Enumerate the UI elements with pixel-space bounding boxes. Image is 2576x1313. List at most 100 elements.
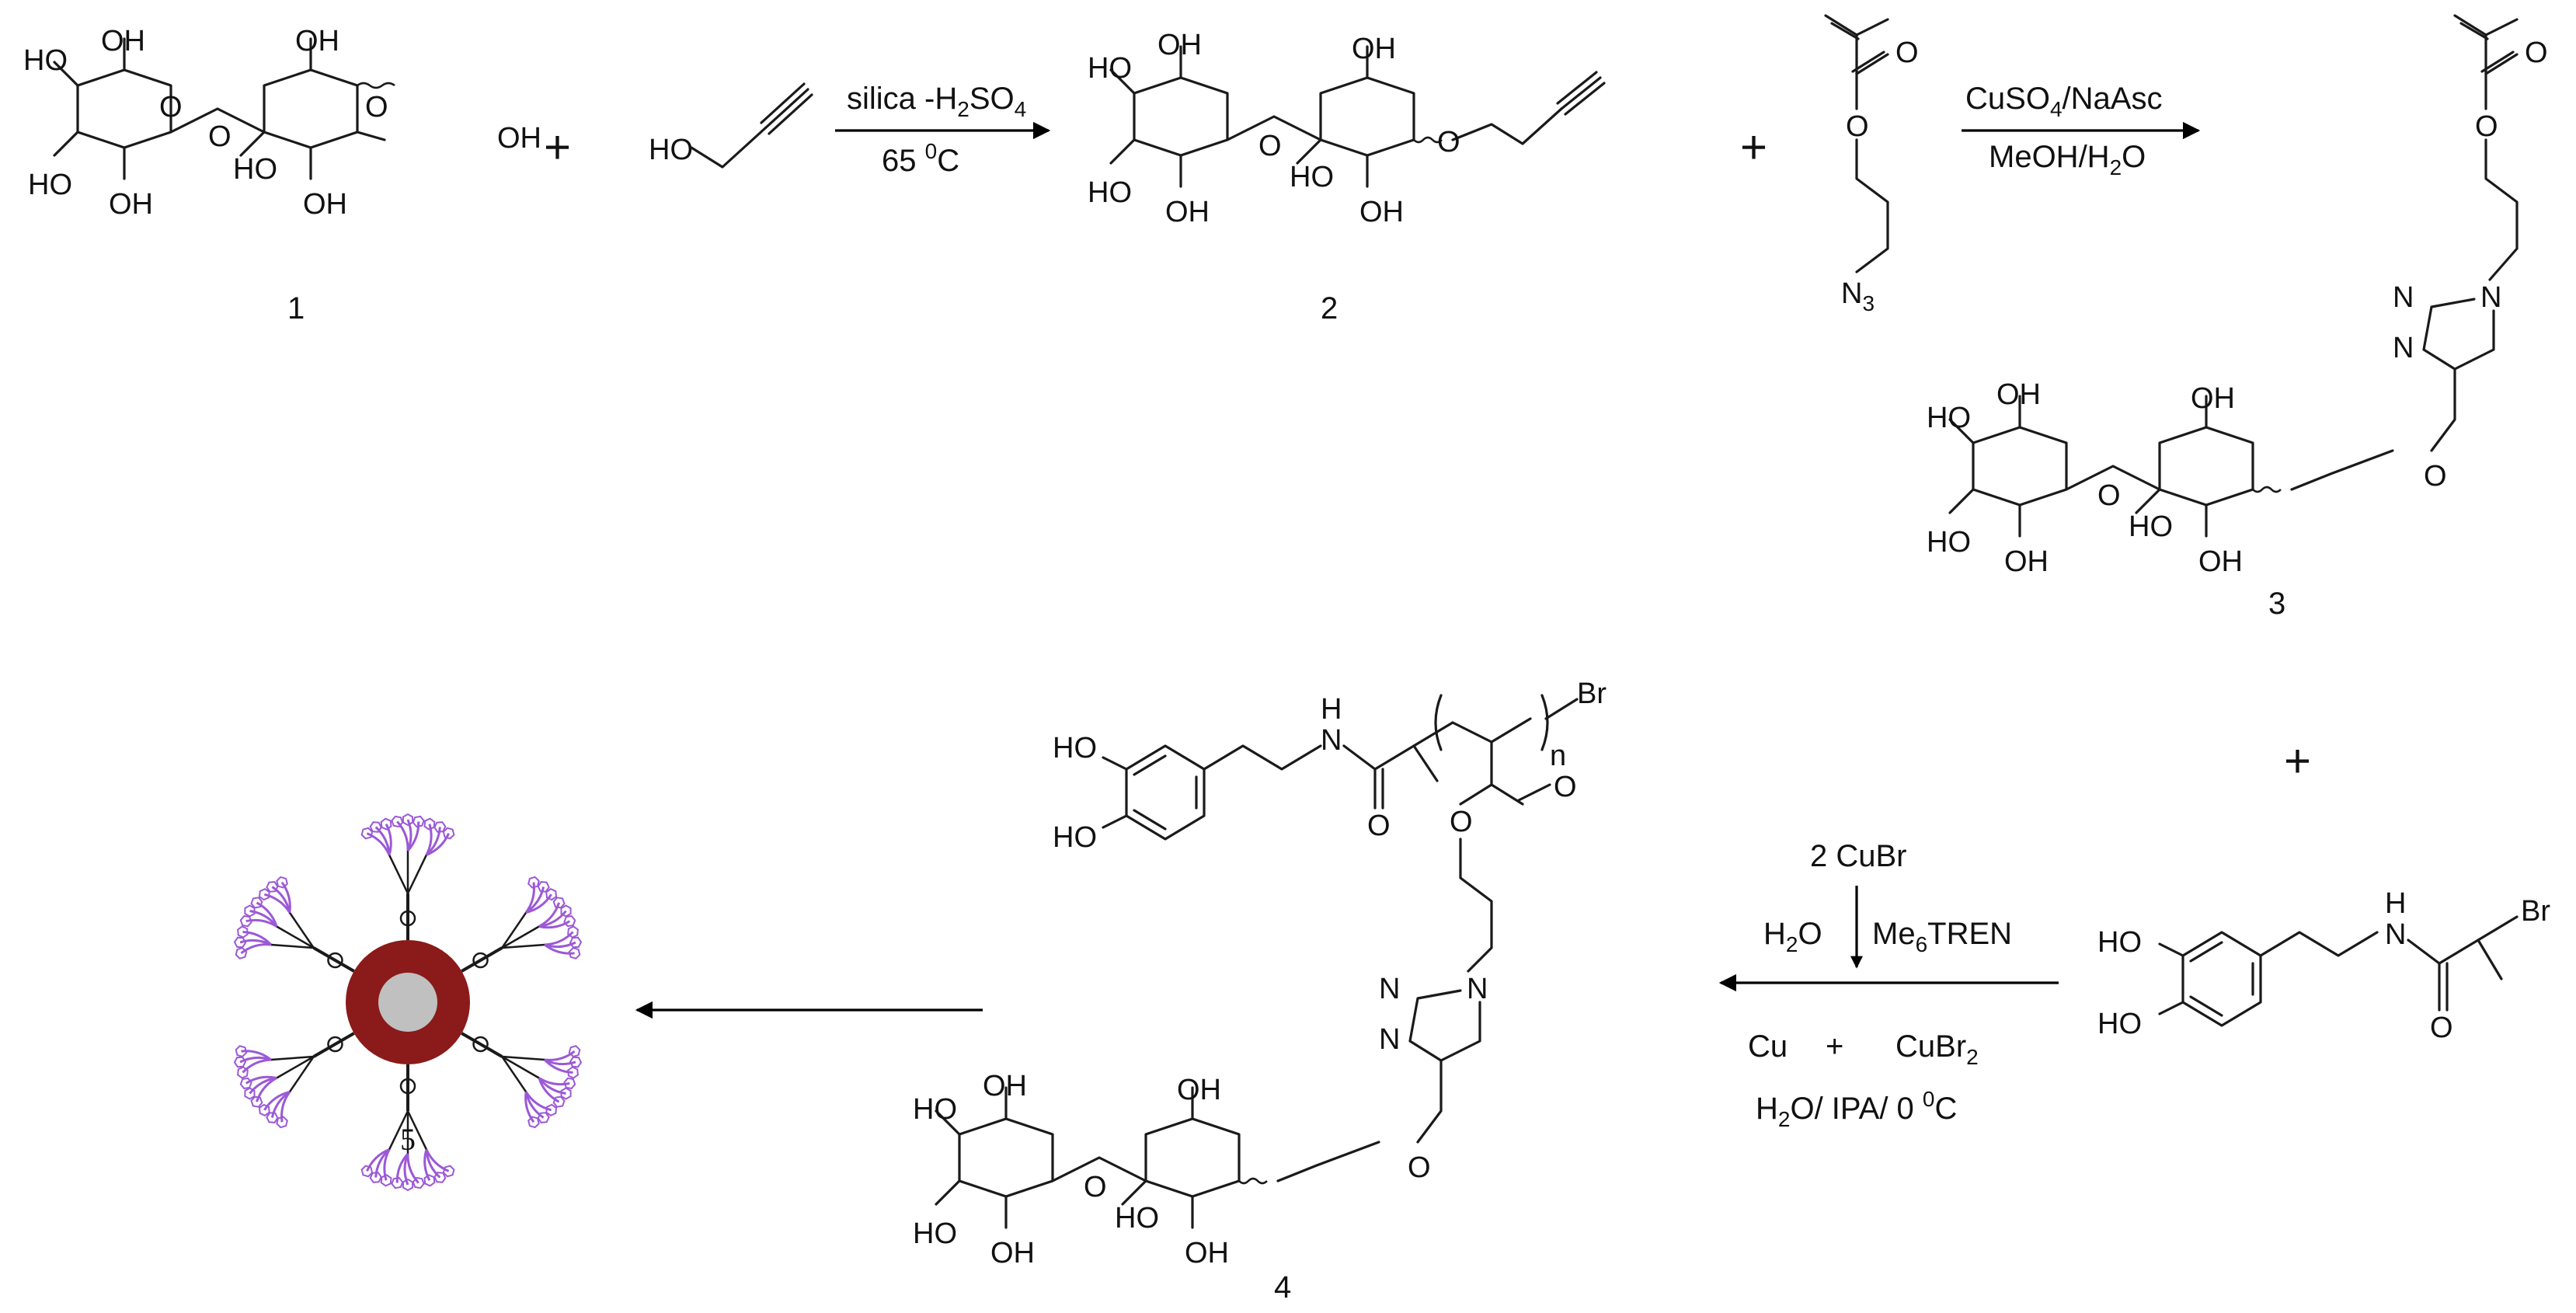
- step3-plus: +: [1826, 1029, 1843, 1064]
- group-label: HO: [1053, 821, 1097, 854]
- group-label: HO: [1927, 526, 1971, 559]
- group-label: HO: [649, 134, 693, 166]
- group-label: OH: [2191, 382, 2235, 415]
- group-label: OH: [2004, 545, 2049, 578]
- triazole-n-label: N: [2480, 281, 2501, 314]
- ether-oxygen-label: O: [2424, 460, 2447, 493]
- step3-arrow: 2 CuBr H2O Me6TREN Cu + CuBr2 H2O/ IPA/ …: [1718, 839, 2059, 1131]
- group-label: HO: [2097, 926, 2142, 959]
- sugar-ring: [433, 1172, 447, 1183]
- ester-oxygen-label: O: [1846, 110, 1869, 143]
- sugar-ring: [258, 888, 270, 901]
- sugar-ring: [527, 876, 540, 889]
- glyco-tuft: [544, 1058, 573, 1074]
- brush-branch: [501, 1056, 527, 1093]
- glyco-tuft: [256, 901, 278, 927]
- group-label: HO: [28, 169, 72, 201]
- group-label: HO: [1088, 176, 1132, 209]
- compound-4-number: 4: [1274, 1270, 1291, 1304]
- sugar-ring: [360, 827, 374, 840]
- sugar-ring: [239, 1077, 252, 1090]
- sugar-ring: [239, 914, 252, 928]
- sugar-ring: [560, 1087, 572, 1100]
- sugar-ring: [233, 1056, 247, 1068]
- step3-water: H2O: [1763, 917, 1822, 956]
- bromine-label: Br: [1577, 677, 1607, 710]
- glyco-tuft: [538, 1078, 560, 1103]
- carbonyl-oxygen-label: O: [1554, 771, 1577, 803]
- sugar-ring: [537, 881, 550, 893]
- sugar-ring: [235, 1045, 248, 1058]
- plus-sign: +: [2284, 735, 2311, 787]
- sugar-ring: [563, 1077, 576, 1090]
- sugar-ring: [568, 946, 581, 960]
- glyco-tuft: [538, 920, 571, 929]
- group-label: HO: [913, 1217, 957, 1250]
- glyco-tuft: [525, 893, 552, 914]
- glyco-tuft: [406, 821, 420, 852]
- sugar-ring: [545, 888, 558, 901]
- sugar-ring: [412, 1176, 425, 1189]
- step2-reagent: CuSO4/NaAsc: [1965, 82, 2162, 121]
- brush-branch: [388, 1110, 409, 1151]
- brush-branch: [288, 911, 315, 949]
- plus-sign: +: [544, 121, 571, 173]
- sugar-ring: [412, 815, 425, 828]
- sugar-ring: [423, 817, 436, 831]
- sugar-ring: [568, 1045, 581, 1058]
- sugar-ring: [552, 897, 566, 909]
- step3-catalyst: 2 CuBr: [1810, 839, 1907, 873]
- sugar-ring: [560, 904, 572, 918]
- group-label: HO: [2097, 1008, 2142, 1040]
- triazole-n-label: N: [2393, 332, 2414, 364]
- sugar-ring: [402, 1178, 414, 1192]
- triazole-n-label: N: [1379, 1023, 1400, 1056]
- sugar-ring: [433, 821, 447, 833]
- compound-3-number: 3: [2268, 587, 2285, 621]
- brush-branch: [501, 925, 540, 949]
- amide-h-label: H: [2385, 887, 2406, 920]
- sugar-ring: [250, 1095, 263, 1108]
- group-label: OH: [1157, 29, 1202, 61]
- group-label: OH: [497, 122, 541, 155]
- group-label: OH: [303, 188, 347, 221]
- brush-branch: [270, 1055, 314, 1061]
- sugar-ring: [237, 925, 249, 939]
- compound-2-number: 2: [1321, 291, 1338, 326]
- group-label: OH: [2198, 545, 2243, 578]
- group-label: OH: [1165, 196, 1210, 228]
- sugar-ring: [569, 1056, 583, 1068]
- propargyl-alcohol-structure: HO: [649, 82, 813, 169]
- group-label: HO: [2129, 510, 2173, 543]
- sugar-ring: [527, 1116, 540, 1129]
- glyco-tuft: [524, 1092, 535, 1123]
- sugar-ring: [237, 1066, 249, 1079]
- sugar-ring: [276, 1116, 288, 1129]
- brush-catechol: [472, 1036, 489, 1053]
- sugar-ring: [380, 817, 392, 831]
- brush-branch: [406, 854, 428, 894]
- group-label: HO: [233, 153, 277, 186]
- amide-n-label: N: [2385, 918, 2406, 951]
- group-label: OH: [983, 1070, 1027, 1102]
- sugar-ring: [380, 1174, 392, 1187]
- sugar-ring: [244, 1087, 256, 1100]
- group-label: HO: [1088, 52, 1132, 85]
- sugar-ring: [442, 827, 455, 840]
- glycosidic-oxygen-label: O: [208, 120, 231, 153]
- sugar-ring: [402, 813, 414, 827]
- ring-oxygen-label: O: [365, 91, 388, 124]
- sugar-ring: [391, 815, 404, 828]
- sugar-ring: [567, 925, 579, 939]
- ether-oxygen-label: O: [1437, 126, 1460, 158]
- glyco-tuft: [241, 1050, 272, 1061]
- brush-stem: [461, 1032, 503, 1058]
- ring-oxygen-label: O: [159, 91, 183, 124]
- glyco-tuft: [395, 1152, 409, 1183]
- step1-arrow: silica -H2SO4 65 0C: [835, 82, 1051, 178]
- sugar-ring: [442, 1165, 455, 1178]
- amide-n-label: N: [1321, 724, 1342, 757]
- ester-oxygen-label: O: [2475, 110, 2498, 143]
- brush-stem: [461, 946, 503, 973]
- sugar-ring: [567, 1066, 579, 1079]
